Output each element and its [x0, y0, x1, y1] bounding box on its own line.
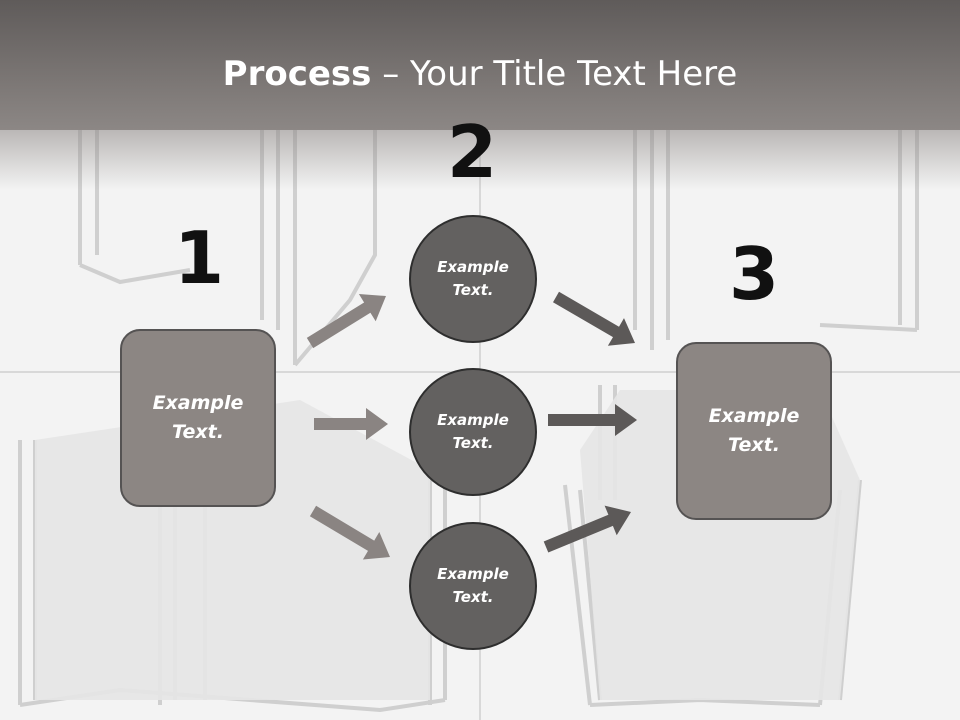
step-number-3: 3	[728, 232, 780, 316]
step-2-circle-3-text: Example Text.	[437, 565, 509, 606]
arrow-1-to-2c-icon	[309, 505, 390, 560]
slide-title: Process – Your Title Text Here	[0, 50, 960, 98]
header-fade	[0, 130, 960, 190]
step-3-text: Example Text.	[708, 405, 800, 456]
arrow-2b-to-3-icon	[548, 404, 637, 436]
title-bold: Process	[222, 54, 372, 94]
title-separator: –	[371, 54, 411, 94]
step-1-box: Example Text.	[120, 329, 276, 507]
arrow-shape	[306, 294, 386, 349]
arrow-2c-to-3-icon	[543, 505, 631, 553]
arrow-1-to-2a-icon	[306, 294, 386, 349]
step-number-2: 2	[446, 110, 498, 194]
header-band	[0, 0, 960, 130]
step-3-box: Example Text.	[676, 342, 832, 520]
arrow-shape	[553, 291, 635, 346]
arrow-shape	[543, 505, 631, 553]
step-2-circle-1-text: Example Text.	[437, 258, 509, 299]
arrow-2a-to-3-icon	[553, 291, 635, 346]
arrow-1-to-2b-icon	[314, 408, 388, 440]
step-1-text: Example Text.	[152, 392, 244, 443]
step-2-circle-2-text: Example Text.	[437, 411, 509, 452]
step-number-1: 1	[173, 216, 225, 300]
arrow-shape	[314, 408, 388, 440]
arrow-shape	[548, 404, 637, 436]
step-2-circle-1: Example Text.	[409, 215, 537, 343]
title-rest: Your Title Text Here	[410, 54, 738, 94]
arrow-shape	[309, 505, 390, 560]
step-2-circle-2: Example Text.	[409, 368, 537, 496]
step-2-circle-3: Example Text.	[409, 522, 537, 650]
